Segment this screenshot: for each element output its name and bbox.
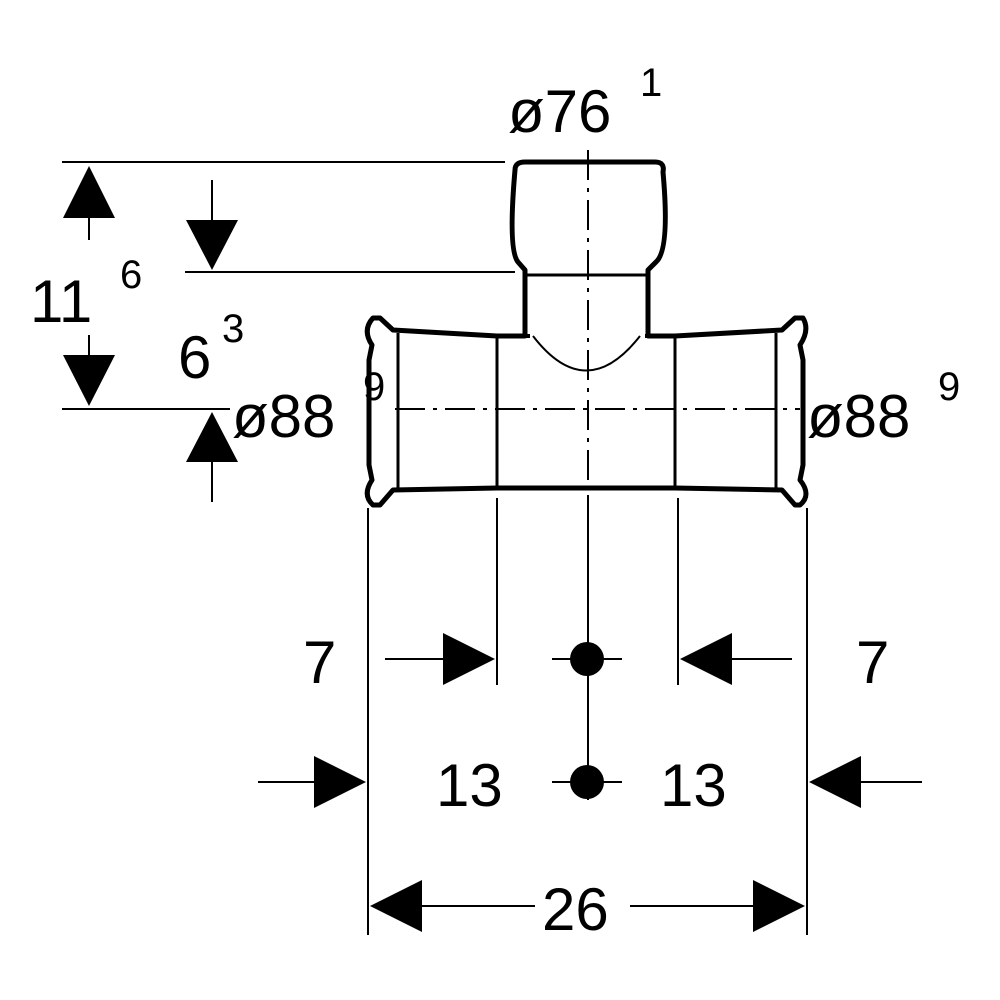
vertical-dimensions — [62, 161, 515, 502]
branch-saddle-curve — [532, 335, 641, 372]
arrow-down-bottom — [63, 355, 115, 406]
right-insertion-label: 7 — [856, 629, 889, 696]
branch-diameter-label: ø76 — [508, 78, 611, 145]
arrow-left-right-half — [809, 756, 861, 808]
right-diameter-label: ø88 — [807, 383, 910, 450]
total-length-label: 26 — [542, 876, 609, 943]
arrow-right-left-half — [314, 756, 366, 808]
dimension-labels: ø76 1 ø88 9 ø88 9 11 6 6 3 7 7 13 13 26 — [30, 61, 960, 943]
center-lines — [395, 150, 800, 480]
center-dot-row2 — [570, 765, 604, 799]
arrow-left-total — [370, 880, 422, 932]
arrow-right-left-insert — [443, 633, 495, 685]
tee-outline — [364, 159, 809, 508]
left-insertion-label: 7 — [303, 629, 336, 696]
arrow-left-right-insert — [680, 633, 732, 685]
arrow-up-center — [186, 412, 238, 462]
branch-height-sup: 3 — [222, 307, 244, 351]
horizontal-dimensions — [258, 495, 922, 935]
left-diameter-sup: 9 — [363, 365, 385, 409]
total-height-label: 11 — [30, 268, 92, 335]
arrow-down-socket — [186, 220, 238, 270]
left-diameter-label: ø88 — [232, 383, 335, 450]
arrow-right-total — [753, 880, 805, 932]
left-half-label: 13 — [436, 752, 503, 819]
branch-height-label: 6 — [178, 324, 211, 391]
tee-fitting-body — [364, 159, 809, 508]
total-height-sup: 6 — [120, 253, 142, 297]
right-diameter-sup: 9 — [938, 365, 960, 409]
right-half-label: 13 — [660, 752, 727, 819]
center-dot-row1 — [570, 642, 604, 676]
branch-diameter-sup: 1 — [640, 61, 662, 105]
arrow-up-top — [63, 166, 115, 218]
